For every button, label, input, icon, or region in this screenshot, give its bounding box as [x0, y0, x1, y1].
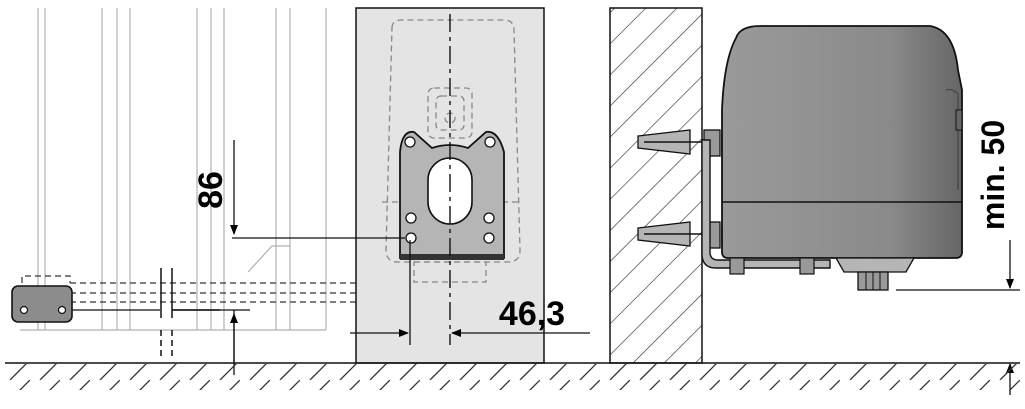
height-label: 86 [192, 171, 230, 209]
l-bracket [701, 139, 831, 269]
clearance-label: min. 50 [975, 120, 1011, 230]
motor-unit [721, 25, 963, 291]
offset-dimension [232, 237, 590, 345]
end-stop [11, 285, 160, 323]
ground-line [5, 362, 1020, 390]
mounting-bracket [399, 130, 505, 260]
offset-label: 46,3 [499, 295, 565, 333]
wall-hatched [609, 7, 703, 364]
gate-panels [20, 8, 327, 331]
